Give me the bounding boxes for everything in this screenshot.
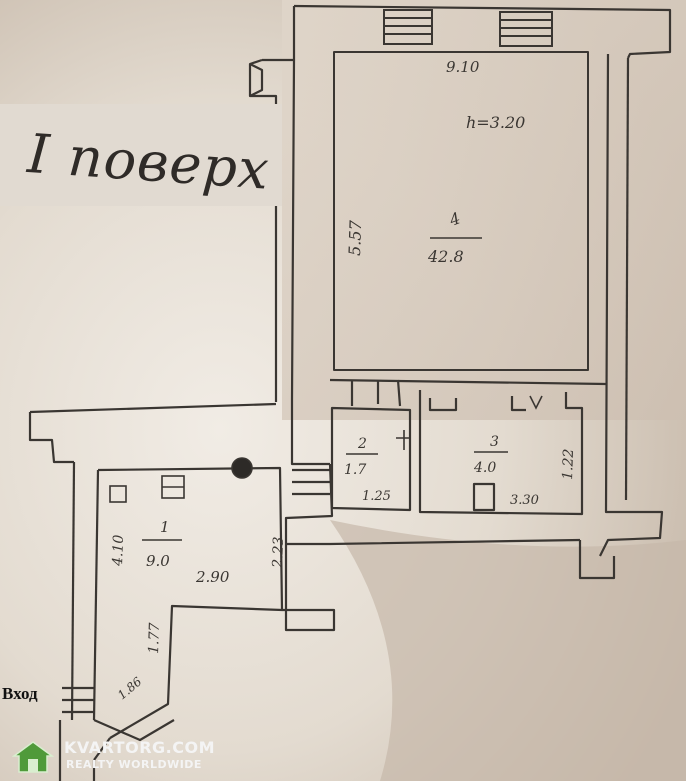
watermark-brand: KVARTORG.COM <box>64 738 215 757</box>
house-logo-icon <box>12 741 54 773</box>
room3-area: 4.0 <box>473 460 496 476</box>
watermark-tagline: REALTY WORLDWIDE <box>66 758 202 771</box>
hall-bottom-dim: 2.90 <box>195 568 230 586</box>
room2-dim: 1.25 <box>362 489 391 504</box>
hall-right-dim: 2.23 <box>270 536 287 569</box>
room3-number: 3 <box>490 434 499 450</box>
room3-side-dim: 1.22 <box>560 448 577 480</box>
room2-number: 2 <box>357 436 367 452</box>
hall-low-dim: 1.77 <box>146 622 163 654</box>
main-room-side-dim: 5.57 <box>345 219 365 256</box>
floor-label-box: І поверх <box>0 104 282 206</box>
hall-side-dim: 4.10 <box>110 534 127 567</box>
entrance-label: Вход <box>2 684 38 703</box>
hall-fixtures <box>109 395 543 503</box>
main-room-height: h=3.20 <box>466 113 525 132</box>
hall-area: 9.0 <box>146 552 170 570</box>
room2-area: 1.7 <box>344 462 366 478</box>
watermark: KVARTORG.COM REALTY WORLDWIDE <box>8 736 215 778</box>
room3-bottom-dim: 3.30 <box>510 493 539 508</box>
floor-label: І поверх <box>25 122 272 202</box>
main-room-top-dim: 9.10 <box>446 58 480 76</box>
north-windows <box>383 9 553 47</box>
hall-number: 1 <box>160 518 170 536</box>
main-room-area: 42.8 <box>427 247 464 266</box>
